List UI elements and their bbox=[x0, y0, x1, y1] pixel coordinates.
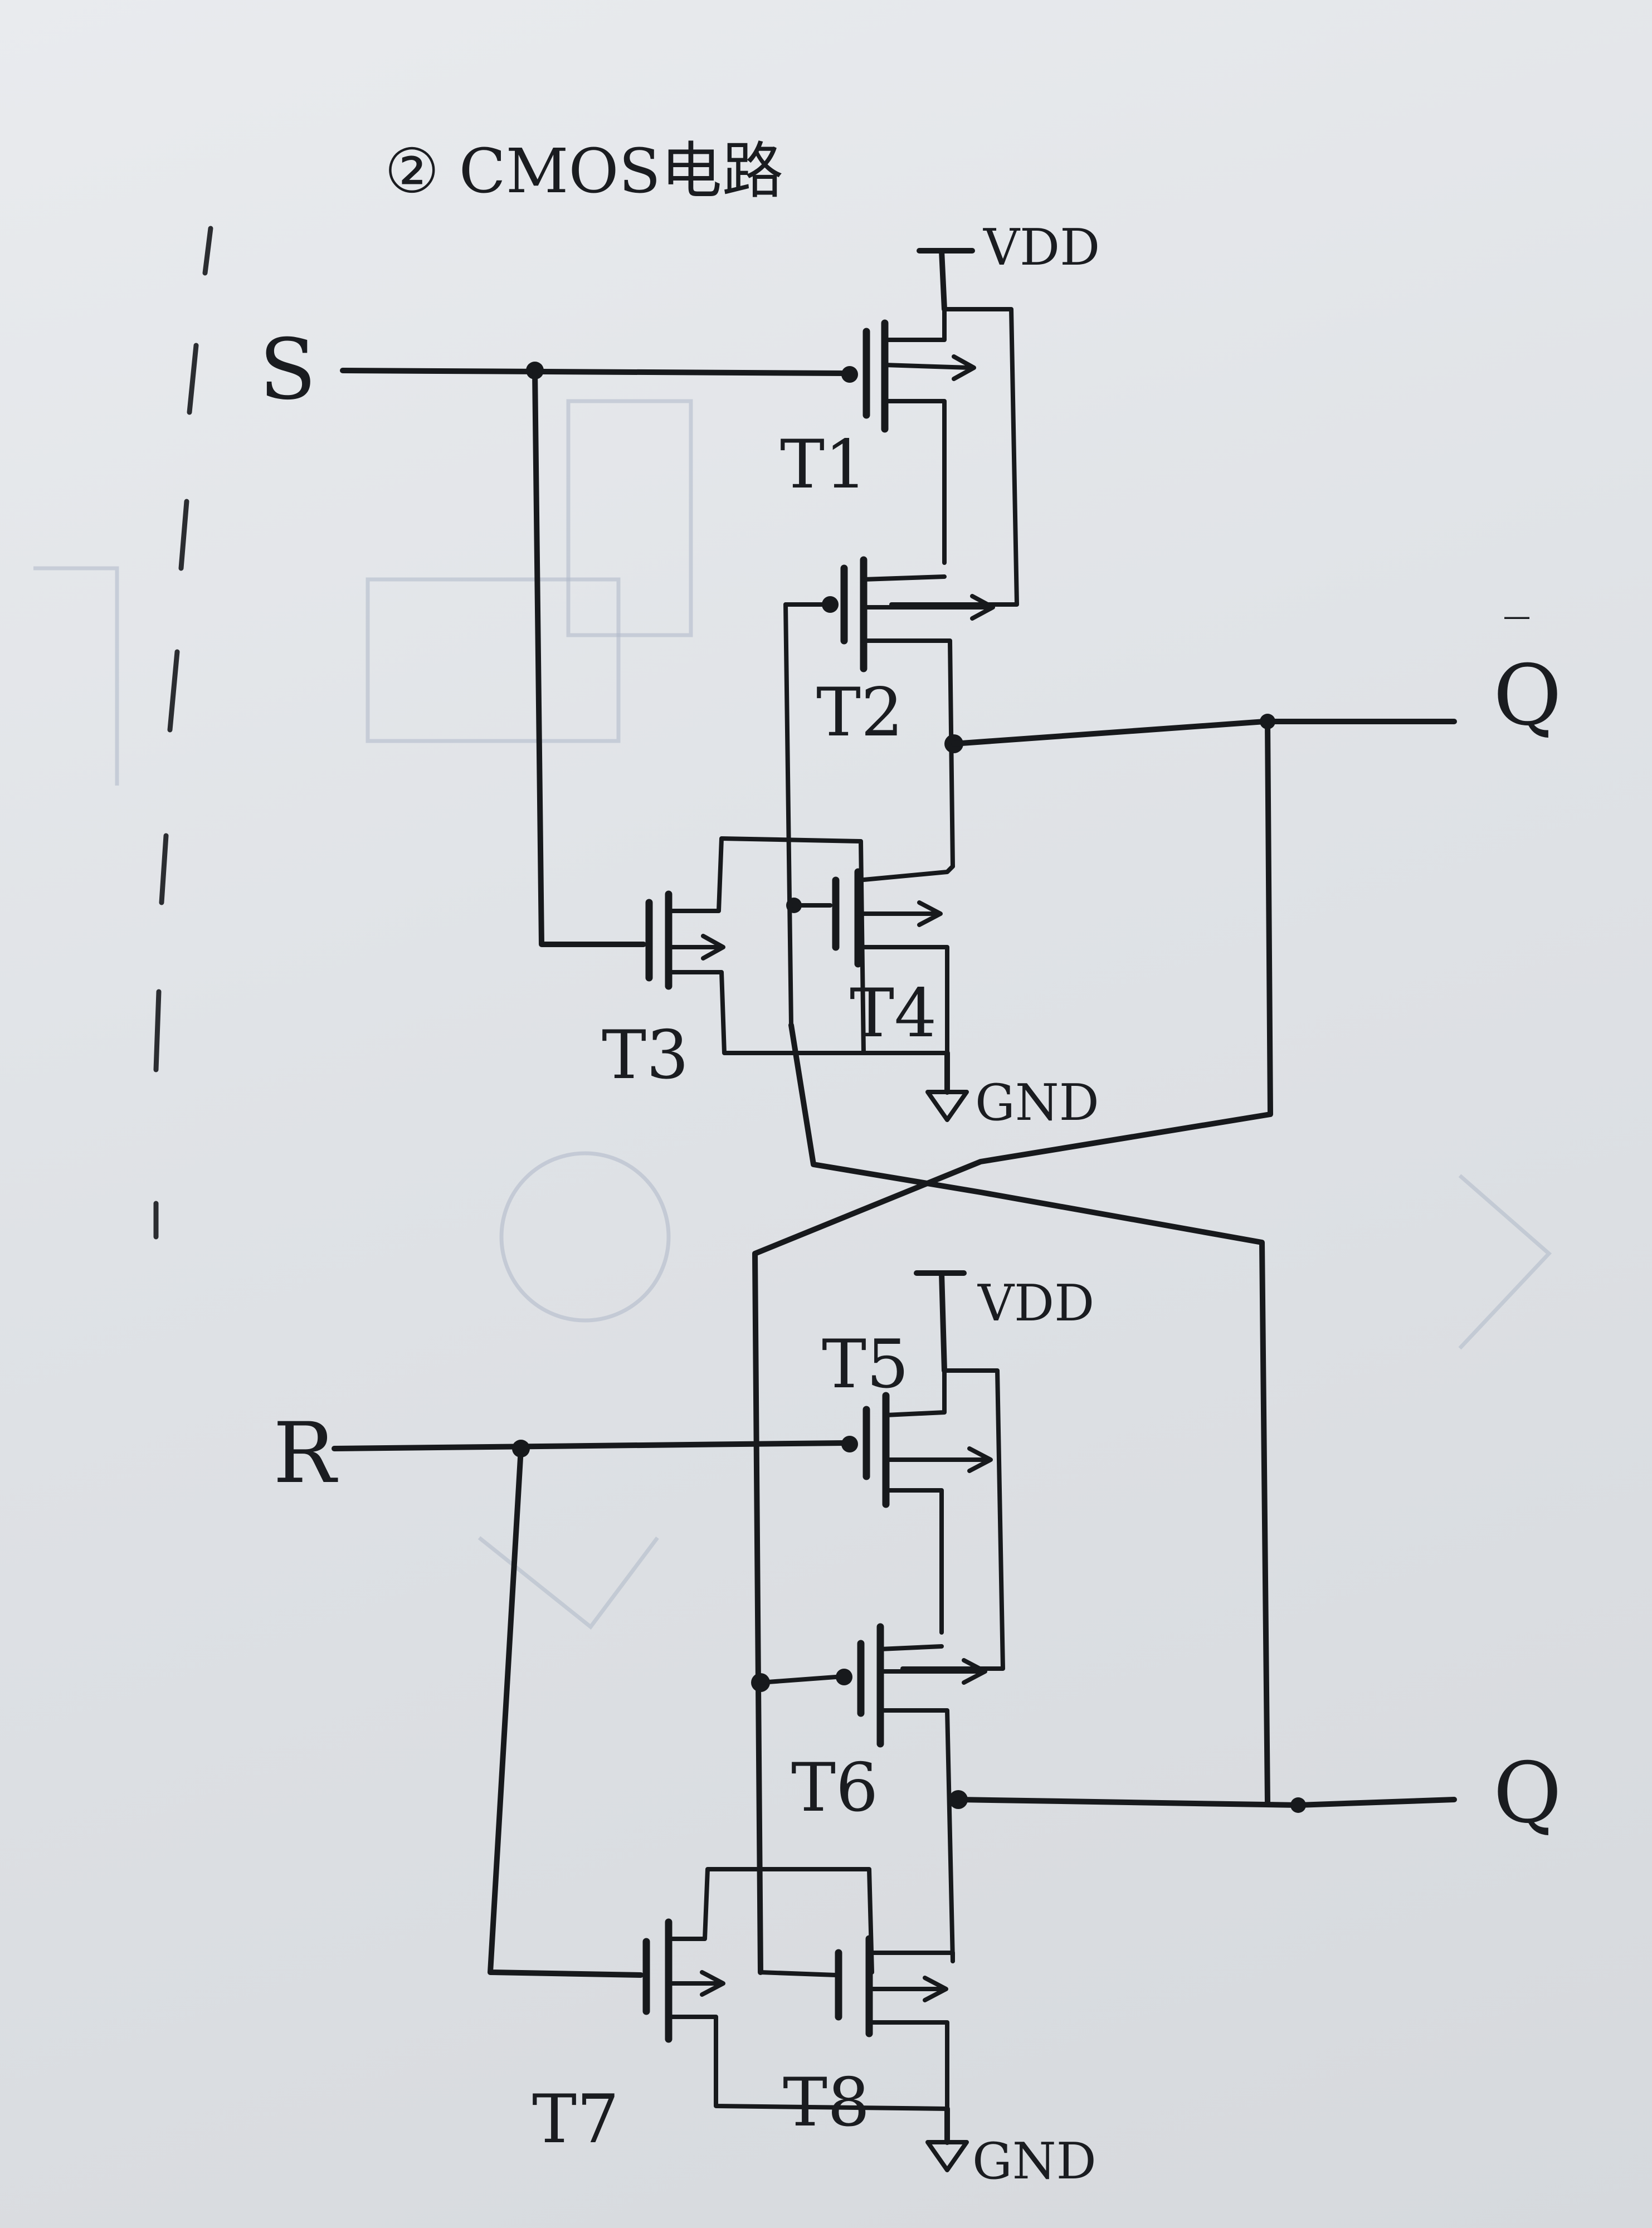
diagram-title: ② CMOS电路 bbox=[384, 135, 783, 207]
s-input-wire bbox=[340, 368, 847, 376]
t6-label: T6 bbox=[791, 1749, 878, 1827]
transistor-t1 bbox=[841, 307, 1019, 607]
transistor-t6 bbox=[751, 1623, 987, 1963]
input-r-label: R bbox=[273, 1405, 338, 1502]
gnd-top-label: GND bbox=[975, 1074, 1099, 1132]
t1-label: T1 bbox=[780, 426, 867, 504]
t8-label: T8 bbox=[783, 2064, 870, 2142]
q-bar-overline: _ bbox=[1504, 561, 1529, 620]
t5-label: T5 bbox=[822, 1326, 909, 1403]
input-s-label: S bbox=[259, 321, 316, 418]
s-to-t3-wire bbox=[532, 368, 646, 947]
lower-half: VDD R T5 T6 bbox=[273, 1270, 1562, 2191]
t7-label: T7 bbox=[532, 2081, 619, 2158]
output-q-label: Q bbox=[1493, 1745, 1562, 1842]
dashed-separator bbox=[153, 226, 213, 1240]
t4-label: T4 bbox=[850, 975, 937, 1052]
transistor-t8 bbox=[758, 1935, 955, 2111]
t3-label: T3 bbox=[602, 1017, 689, 1094]
upper-half: S VDD T1 T2 bbox=[259, 218, 1562, 1132]
r-input-wire bbox=[332, 1440, 847, 1451]
q-output-wire bbox=[956, 1797, 1457, 1808]
transistor-t4 bbox=[786, 864, 955, 1055]
transistor-t2 bbox=[783, 556, 995, 1027]
t2-label: T2 bbox=[816, 674, 903, 752]
output-q-bar-label: Q bbox=[1493, 647, 1562, 744]
r-to-t7-wire bbox=[488, 1446, 644, 1978]
vdd-bottom-label: VDD bbox=[977, 1274, 1094, 1333]
qbar-output-wire bbox=[951, 719, 1457, 747]
cross-coupling-wires bbox=[752, 719, 1273, 1975]
transistor-t5 bbox=[841, 1368, 1005, 1671]
gnd-bottom-label: GND bbox=[972, 2132, 1097, 2191]
vdd-top-label: VDD bbox=[983, 218, 1100, 277]
transistor-t7 bbox=[642, 1867, 949, 2111]
